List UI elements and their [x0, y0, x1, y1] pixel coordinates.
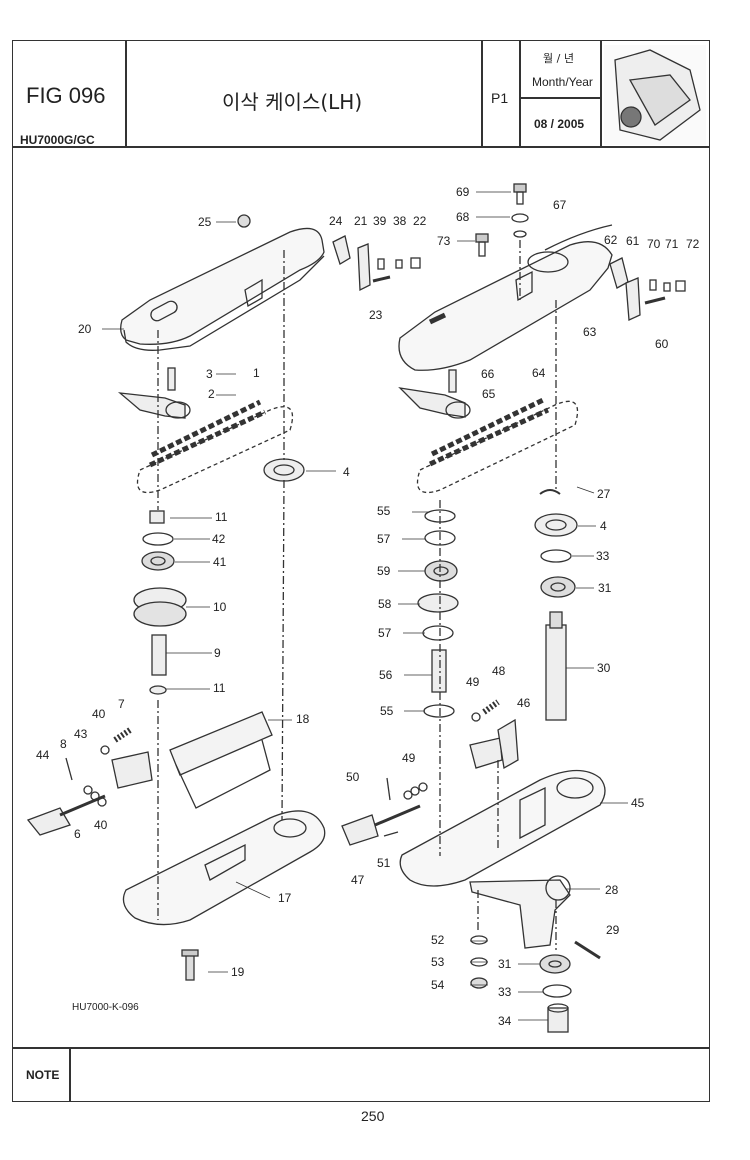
callout-17: 17	[278, 891, 292, 905]
callout-34: 34	[498, 1014, 512, 1028]
callout-7: 7	[118, 697, 125, 711]
callout-57-1: 57	[377, 532, 391, 546]
callout-65: 65	[482, 387, 496, 401]
callout-49-1: 49	[466, 675, 480, 689]
callout-63: 63	[583, 325, 597, 339]
callout-11-1: 11	[215, 510, 228, 524]
callout-73: 73	[437, 234, 451, 248]
callout-58: 58	[378, 597, 392, 611]
callout-42: 42	[212, 532, 226, 546]
callout-57-2: 57	[378, 626, 392, 640]
page-code: P1	[491, 90, 509, 106]
page-title: 이삭 케이스(LH)	[222, 90, 363, 114]
callout-51: 51	[377, 856, 391, 870]
callout-19: 19	[231, 965, 245, 979]
callout-54: 54	[431, 978, 445, 992]
callout-70: 70	[647, 237, 661, 251]
note-label: NOTE	[26, 1068, 60, 1082]
callout-11-2: 11	[213, 681, 226, 695]
callout-1: 1	[253, 366, 260, 380]
callout-33-1: 33	[596, 549, 610, 563]
callout-9: 9	[214, 646, 221, 660]
page-number: 250	[361, 1108, 385, 1124]
callout-49-2: 49	[402, 751, 416, 765]
callout-31-2: 31	[498, 957, 512, 971]
callout-71: 71	[665, 237, 679, 251]
callout-38: 38	[393, 214, 407, 228]
callout-55-1: 55	[377, 504, 391, 518]
callout-24: 24	[329, 214, 343, 228]
callout-62: 62	[604, 233, 618, 247]
callout-47: 47	[351, 873, 365, 887]
callout-10: 10	[213, 600, 227, 614]
callout-59: 59	[377, 564, 391, 578]
page-frame	[12, 40, 710, 1102]
callout-44: 44	[36, 748, 50, 762]
drawing-code: HU7000-K-096	[72, 1002, 139, 1013]
callout-41: 41	[213, 555, 227, 569]
callout-40-2: 40	[94, 818, 108, 832]
callout-67: 67	[553, 198, 567, 212]
callout-52: 52	[431, 933, 445, 947]
callout-60: 60	[655, 337, 669, 351]
date-value: 08 / 2005	[534, 117, 585, 131]
callout-22: 22	[413, 214, 427, 228]
callout-61: 61	[626, 234, 640, 248]
callout-6: 6	[74, 827, 81, 841]
lower-case-left	[122, 810, 326, 926]
machine-thumbnail	[604, 45, 706, 145]
callout-21: 21	[354, 214, 368, 228]
callout-31-1: 31	[598, 581, 612, 595]
callout-46: 46	[517, 696, 531, 710]
model-code: HU7000G/GC	[20, 133, 95, 147]
callout-30: 30	[597, 661, 611, 675]
callout-28: 28	[605, 883, 619, 897]
callout-45: 45	[631, 796, 645, 810]
callout-40-1: 40	[92, 707, 106, 721]
lower-case-right	[399, 769, 606, 887]
callout-4-1: 4	[343, 465, 350, 479]
callout-20: 20	[78, 322, 92, 336]
callout-69: 69	[456, 185, 470, 199]
callout-72: 72	[686, 237, 700, 251]
fig-label: FIG 096	[26, 83, 106, 108]
callout-3: 3	[206, 367, 213, 381]
callout-18: 18	[296, 712, 310, 726]
callout-68: 68	[456, 210, 470, 224]
callout-27: 27	[597, 487, 611, 501]
chain-left	[136, 406, 294, 494]
upper-case-cover-left	[120, 227, 325, 345]
callout-56: 56	[379, 668, 393, 682]
upper-case-cover-right	[398, 241, 613, 371]
callout-2: 2	[208, 387, 215, 401]
callout-48: 48	[492, 664, 506, 678]
callout-39: 39	[373, 214, 387, 228]
callout-64: 64	[532, 366, 546, 380]
callout-29: 29	[606, 923, 620, 937]
callout-66: 66	[481, 367, 495, 381]
date-label-en: Month/Year	[532, 75, 593, 89]
callout-25: 25	[198, 215, 212, 229]
callout-55-2: 55	[380, 704, 394, 718]
callout-8: 8	[60, 737, 67, 751]
callout-33-2: 33	[498, 985, 512, 999]
callout-4-2: 4	[600, 519, 607, 533]
date-label-kr: 월 / 년	[543, 52, 574, 65]
callout-43: 43	[74, 727, 88, 741]
callout-23: 23	[369, 308, 383, 322]
callout-50: 50	[346, 770, 360, 784]
callout-53: 53	[431, 955, 445, 969]
